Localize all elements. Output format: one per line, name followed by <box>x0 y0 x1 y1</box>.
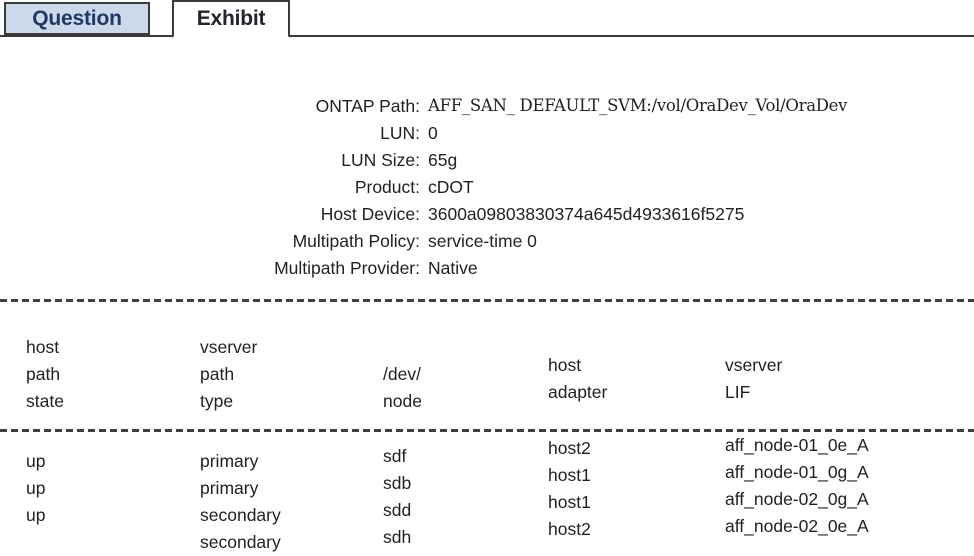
lun-detail-block: ONTAP Path: AFF_SAN_ DEFAULT_SVM:/vol/Or… <box>0 96 974 285</box>
table-column-dev-node: sdf sdb sdd sdh <box>383 443 411 551</box>
table-header-line: adapter <box>548 382 608 402</box>
table-header-line: path <box>26 364 61 384</box>
detail-value-multipath-policy: service-time 0 <box>428 231 537 251</box>
table-header-line: host <box>548 355 582 375</box>
table-cell: primary <box>200 451 259 471</box>
table-cell: up <box>26 451 46 471</box>
table-cell: host1 <box>548 492 591 512</box>
detail-value-ontap-path: AFF_SAN_ DEFAULT_SVM:/vol/OraDev_Vol/Ora… <box>428 96 848 115</box>
table-cell: aff_node-01_0g_A <box>725 462 869 482</box>
table-header-line: vserver <box>725 355 783 375</box>
table-header-host-path-state: host path state <box>26 334 64 415</box>
detail-row-lun: LUN: 0 <box>0 123 974 150</box>
table-header-host-adapter: host adapter <box>548 352 607 406</box>
table-header-vserver-path-type: vserver path type <box>200 334 257 415</box>
table-cell: aff_node-02_0g_A <box>725 489 869 509</box>
detail-value-lun-size: 65g <box>428 150 458 170</box>
detail-label-host-device: Host Device: <box>320 204 420 224</box>
table-header-line: host <box>26 337 60 357</box>
detail-value-host-device: 3600a09803830374a645d4933616f5275 <box>428 204 745 224</box>
detail-row-multipath-provider: Multipath Provider: Native <box>0 258 974 285</box>
table-header-line: vserver <box>200 337 258 357</box>
table-header-line: node <box>383 391 422 411</box>
detail-label-lun-size: LUN Size: <box>341 150 420 170</box>
table-cell: sdh <box>383 527 412 547</box>
detail-row-lun-size: LUN Size: 65g <box>0 150 974 177</box>
tab-strip: Question Exhibit <box>0 0 974 40</box>
table-header-line: path <box>200 364 235 384</box>
table-cell: secondary <box>200 505 281 525</box>
detail-label-ontap-path: ONTAP Path: <box>315 96 420 116</box>
table-header-line: type <box>200 391 234 411</box>
detail-label-lun: LUN: <box>380 123 420 143</box>
table-cell: host1 <box>548 465 591 485</box>
table-column-host-adapter: host2 host1 host1 host2 <box>548 435 591 543</box>
table-cell: up <box>26 478 46 498</box>
table-cell: secondary <box>200 532 281 552</box>
table-header-line: state <box>26 391 64 411</box>
detail-row-host-device: Host Device: 3600a09803830374a645d493361… <box>0 204 974 231</box>
detail-label-multipath-provider: Multipath Provider: <box>274 258 420 278</box>
detail-label-product: Product: <box>354 177 420 197</box>
table-cell: sdd <box>383 500 412 520</box>
tab-exhibit[interactable]: Exhibit <box>172 0 290 38</box>
separator-above-headers <box>0 299 974 302</box>
detail-value-multipath-provider: Native <box>428 258 478 278</box>
table-header-line: /dev/ <box>383 364 421 384</box>
table-column-vserver-path-type: primary primary secondary secondary <box>200 448 281 556</box>
detail-row-product: Product: cDOT <box>0 177 974 204</box>
table-cell: aff_node-02_0e_A <box>725 516 869 536</box>
tab-question[interactable]: Question <box>4 2 150 35</box>
table-cell: sdf <box>383 446 407 466</box>
table-cell: host2 <box>548 438 591 458</box>
table-header-vserver-lif: vserver LIF <box>725 352 782 406</box>
detail-row-ontap-path: ONTAP Path: AFF_SAN_ DEFAULT_SVM:/vol/Or… <box>0 96 974 123</box>
detail-row-multipath-policy: Multipath Policy: service-time 0 <box>0 231 974 258</box>
table-column-vserver-lif: aff_node-01_0e_A aff_node-01_0g_A aff_no… <box>725 432 869 540</box>
table-cell: up <box>26 505 46 525</box>
table-cell: host2 <box>548 519 591 539</box>
table-cell: aff_node-01_0e_A <box>725 435 869 455</box>
detail-label-multipath-policy: Multipath Policy: <box>292 231 420 251</box>
table-column-host-path-state: up up up <box>26 448 45 529</box>
table-header-line: LIF <box>725 382 751 402</box>
tab-strip-baseline <box>0 35 974 37</box>
table-cell: primary <box>200 478 259 498</box>
separator-below-headers <box>0 429 974 432</box>
table-cell: sdb <box>383 473 412 493</box>
table-header-dev-node: /dev/ node <box>383 361 422 415</box>
detail-value-product: cDOT <box>428 177 474 197</box>
detail-value-lun: 0 <box>428 123 438 143</box>
